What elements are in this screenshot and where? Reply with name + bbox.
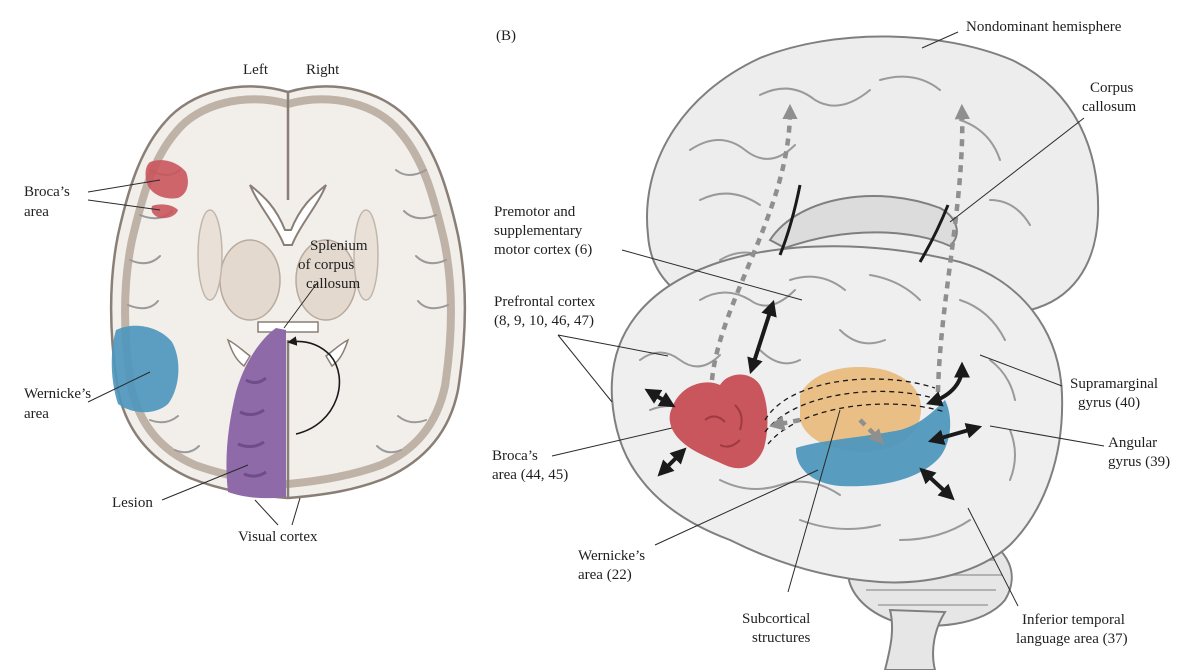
label-premotor-1: Premotor and — [494, 204, 576, 220]
label-broca-b-2: area (44, 45) — [492, 467, 568, 483]
label-nondominant: Nondominant hemisphere — [966, 19, 1122, 35]
label-splenium-3: callosum — [306, 276, 360, 292]
label-broca-a-1: Broca’s — [24, 184, 70, 200]
label-splenium-2: of corpus — [298, 257, 354, 273]
broca-area-lateral — [669, 374, 768, 469]
label-corpus-callosum-2: callosum — [1082, 99, 1136, 115]
label-prefrontal-2: (8, 9, 10, 46, 47) — [494, 313, 594, 329]
subcortical-structures — [800, 367, 922, 452]
label-subcortical-2: structures — [752, 630, 810, 646]
label-supramarginal-1: Supramarginal — [1070, 376, 1158, 392]
label-wernicke-b-1: Wernicke’s — [578, 548, 645, 564]
label-supramarginal-2: gyrus (40) — [1078, 395, 1140, 411]
label-inferior-temporal-1: Inferior temporal — [1022, 612, 1125, 628]
label-splenium-1: Splenium — [310, 238, 368, 254]
label-premotor-2: supplementary — [494, 223, 583, 239]
label-lesion: Lesion — [112, 495, 153, 511]
label-subcortical-1: Subcortical — [742, 611, 810, 627]
axial-broca-area — [145, 160, 188, 199]
label-visual-cortex: Visual cortex — [238, 529, 318, 545]
lateral-ventricles — [249, 184, 327, 246]
label-angular-1: Angular — [1108, 435, 1157, 451]
label-inferior-temporal-2: language area (37) — [1016, 631, 1128, 647]
splenium — [257, 321, 319, 333]
label-corpus-callosum-1: Corpus — [1090, 80, 1134, 96]
label-angular-2: gyrus (39) — [1108, 454, 1170, 470]
label-wernicke-a-1: Wernicke’s — [24, 386, 91, 402]
corpus-callosum-medial — [768, 195, 958, 250]
label-premotor-3: motor cortex (6) — [494, 242, 592, 258]
panel-b-letter: (B) — [496, 28, 516, 44]
axial-wernicke-area — [111, 325, 179, 413]
label-wernicke-b-2: area (22) — [578, 567, 632, 583]
label-left: Left — [243, 62, 269, 78]
label-right: Right — [306, 62, 340, 78]
label-broca-b-1: Broca’s — [492, 448, 538, 464]
label-broca-a-2: area — [24, 204, 49, 220]
panel-b-lateral-views: (B) Nondominant hemisphere Corpus callos… — [492, 19, 1170, 670]
label-prefrontal-1: Prefrontal cortex — [494, 294, 596, 310]
panel-a-axial-section: Left Right Broca’s area Splenium of corp… — [24, 62, 467, 545]
label-wernicke-a-2: area — [24, 406, 49, 422]
